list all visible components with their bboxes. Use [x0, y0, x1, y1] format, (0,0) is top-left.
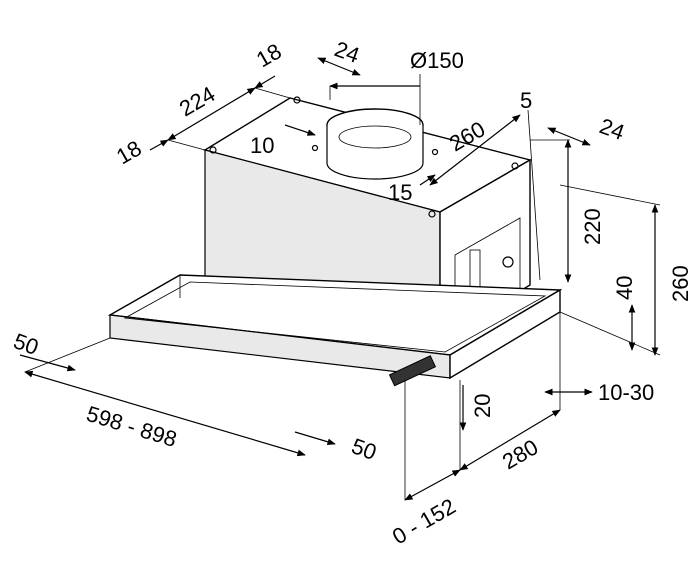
dimension-lines — [19, 57, 661, 501]
dim-10-30: 10-30 — [598, 380, 654, 405]
dim-15: 15 — [388, 180, 412, 205]
dim-598-898: 598 - 898 — [84, 401, 180, 452]
duct-collar — [326, 108, 424, 180]
dim-18-left: 18 — [112, 135, 146, 169]
dim-50-bottom: 50 — [348, 433, 380, 465]
dim-18-top: 18 — [252, 38, 286, 72]
dim-280: 280 — [498, 434, 542, 474]
dim-260-right: 260 — [668, 265, 693, 302]
dim-224: 224 — [175, 81, 219, 121]
dim-0-152: 0 - 152 — [388, 493, 460, 549]
dim-24-top: 24 — [331, 36, 363, 68]
dim-220: 220 — [580, 208, 605, 245]
dim-diameter-150: Ø150 — [410, 48, 464, 73]
dim-40: 40 — [612, 276, 637, 300]
dim-20: 20 — [470, 394, 495, 418]
slide-out-drawer — [107, 274, 563, 387]
dim-50-left: 50 — [10, 328, 42, 360]
dim-5: 5 — [520, 88, 532, 113]
dim-10: 10 — [250, 133, 274, 158]
dim-24-right: 24 — [596, 113, 628, 145]
